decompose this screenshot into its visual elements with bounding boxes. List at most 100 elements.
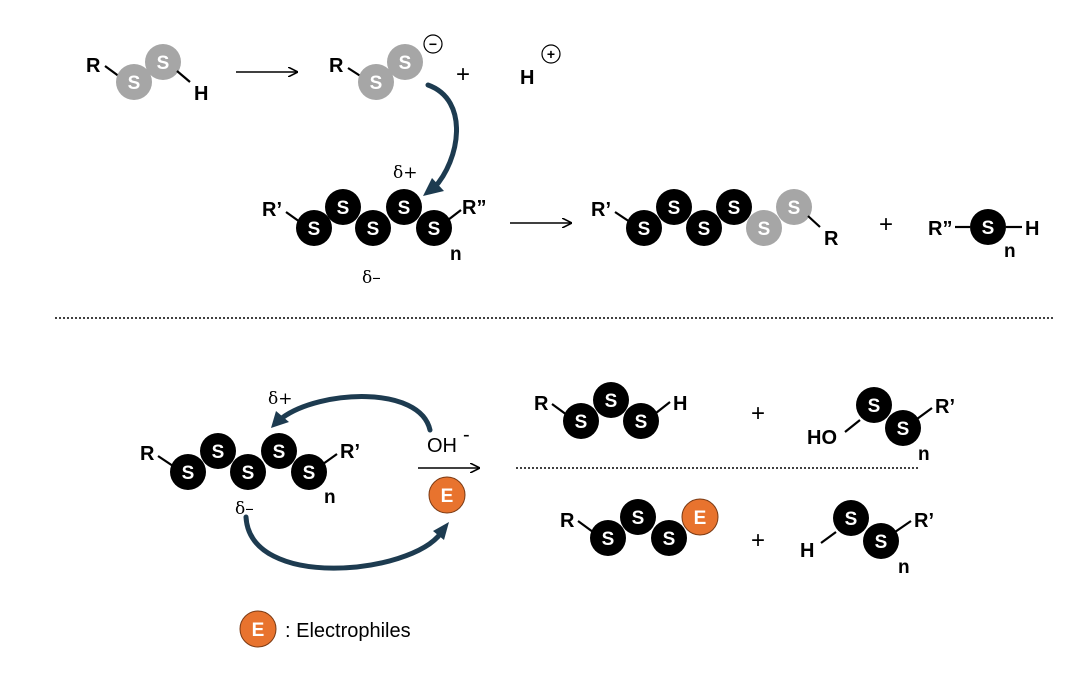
polysulfide-reactant: R S S S S S R’ n xyxy=(140,433,360,508)
svg-text:S: S xyxy=(370,73,383,94)
sulfur-atom: S xyxy=(626,210,662,246)
svg-text:S: S xyxy=(337,198,350,219)
svg-text:S: S xyxy=(367,219,380,240)
sulfur-atom: S xyxy=(656,189,692,225)
svg-text:S: S xyxy=(602,529,615,550)
r-label: R xyxy=(824,228,839,250)
r-prime-label: R’ xyxy=(914,510,934,532)
positive-charge xyxy=(541,44,561,64)
plus-sign: + xyxy=(751,400,765,427)
h-label: H xyxy=(194,83,208,105)
h-label: H xyxy=(1025,218,1039,240)
svg-text:E: E xyxy=(441,486,454,507)
subscript-n: n xyxy=(450,244,462,265)
h-label: H xyxy=(800,540,814,562)
sulfur-atom: S xyxy=(230,454,266,490)
curly-arrow-head xyxy=(423,178,444,196)
bond xyxy=(551,403,568,416)
sulfur-atom: S xyxy=(261,433,297,469)
svg-text:S: S xyxy=(398,198,411,219)
polysulfide-reactant: R’ S S S S S R” n xyxy=(262,189,486,265)
r-prime-label: R’ xyxy=(262,199,282,221)
svg-text:S: S xyxy=(273,442,286,463)
plus-sign: + xyxy=(751,527,765,554)
sulfur-atom: S xyxy=(563,403,599,439)
r-double-prime-label: R” xyxy=(462,197,486,219)
svg-text:−: − xyxy=(429,36,437,52)
bond xyxy=(322,453,338,465)
legend-label: : Electrophiles xyxy=(285,620,411,642)
bond xyxy=(916,407,933,420)
delta-minus: δ– xyxy=(362,268,381,288)
svg-text:S: S xyxy=(157,53,170,74)
delta-plus: δ+ xyxy=(393,163,417,183)
subscript-n: n xyxy=(1004,241,1016,262)
sulfur-atom: S xyxy=(296,210,332,246)
r-label: R xyxy=(534,393,549,415)
svg-text:S: S xyxy=(982,218,995,239)
sulfur-atom: S xyxy=(746,210,782,246)
bond xyxy=(577,520,594,533)
r-prime-label: R’ xyxy=(591,199,611,221)
bond xyxy=(176,70,191,83)
subscript-n: n xyxy=(898,557,910,578)
svg-text:S: S xyxy=(635,412,648,433)
sulfur-atom: S xyxy=(325,189,361,225)
svg-text:S: S xyxy=(399,53,412,74)
svg-text:S: S xyxy=(242,463,255,484)
r-double-prime-label: R” xyxy=(928,218,952,240)
r-label: R xyxy=(560,510,575,532)
sulfur-atom: S xyxy=(145,44,181,80)
sulfur-atom: S xyxy=(590,520,626,556)
svg-text:S: S xyxy=(728,198,741,219)
curly-arrow xyxy=(425,82,459,191)
sulfur-atom: S xyxy=(170,454,206,490)
r-prime-label: R’ xyxy=(935,396,955,418)
plus-sign: + xyxy=(879,211,893,238)
subscript-n: n xyxy=(918,444,930,465)
thiolate-anion: R S S − xyxy=(329,34,443,100)
sulfur-atom: S xyxy=(620,499,656,535)
sulfur-atom: S xyxy=(623,403,659,439)
reaction-1: R S S H R S S xyxy=(86,34,561,196)
sulfur-atom: S xyxy=(116,64,152,100)
sulfur-atom: S xyxy=(387,44,423,80)
bond xyxy=(285,211,301,223)
sulfur-atom: S xyxy=(355,210,391,246)
bond xyxy=(894,520,912,533)
oh-label: OH xyxy=(427,435,457,457)
svg-text:S: S xyxy=(632,508,645,529)
svg-text:+: + xyxy=(547,46,555,62)
sulfur-atom: S xyxy=(833,500,869,536)
sulfur-atom: S xyxy=(651,520,687,556)
curly-arrow-head xyxy=(271,411,289,428)
sulfur-atom: S xyxy=(716,189,752,225)
sulfur-atom: S xyxy=(291,454,327,490)
sulfur-atom: S xyxy=(970,209,1006,245)
delta-plus: δ+ xyxy=(268,389,292,409)
electrophile-atom: E xyxy=(239,610,277,648)
curly-arrow xyxy=(243,514,444,571)
svg-text:S: S xyxy=(845,509,858,530)
sulfur-atom: S xyxy=(386,189,422,225)
thiol-product: R S S S H xyxy=(534,382,687,439)
svg-text:S: S xyxy=(128,73,141,94)
bond xyxy=(844,419,861,433)
svg-text:S: S xyxy=(788,198,801,219)
svg-text:S: S xyxy=(303,463,316,484)
svg-text:S: S xyxy=(875,532,888,553)
hydropolysulfide-product: H S S R’ n xyxy=(800,500,934,578)
sulfur-atom: S xyxy=(856,387,892,423)
proton: H + xyxy=(520,44,561,89)
svg-text:S: S xyxy=(212,442,225,463)
hydroxide-reagent: OH - xyxy=(427,424,470,457)
sulfur-atom: S xyxy=(416,210,452,246)
svg-text:E: E xyxy=(694,508,707,529)
sulfur-atom: S xyxy=(358,64,394,100)
h-label: H xyxy=(520,67,534,89)
polysulfide-product: R’ S S S S S S R xyxy=(591,189,839,250)
legend: E : Electrophiles xyxy=(239,610,411,648)
curly-arrow xyxy=(279,394,433,433)
bond xyxy=(447,209,462,221)
